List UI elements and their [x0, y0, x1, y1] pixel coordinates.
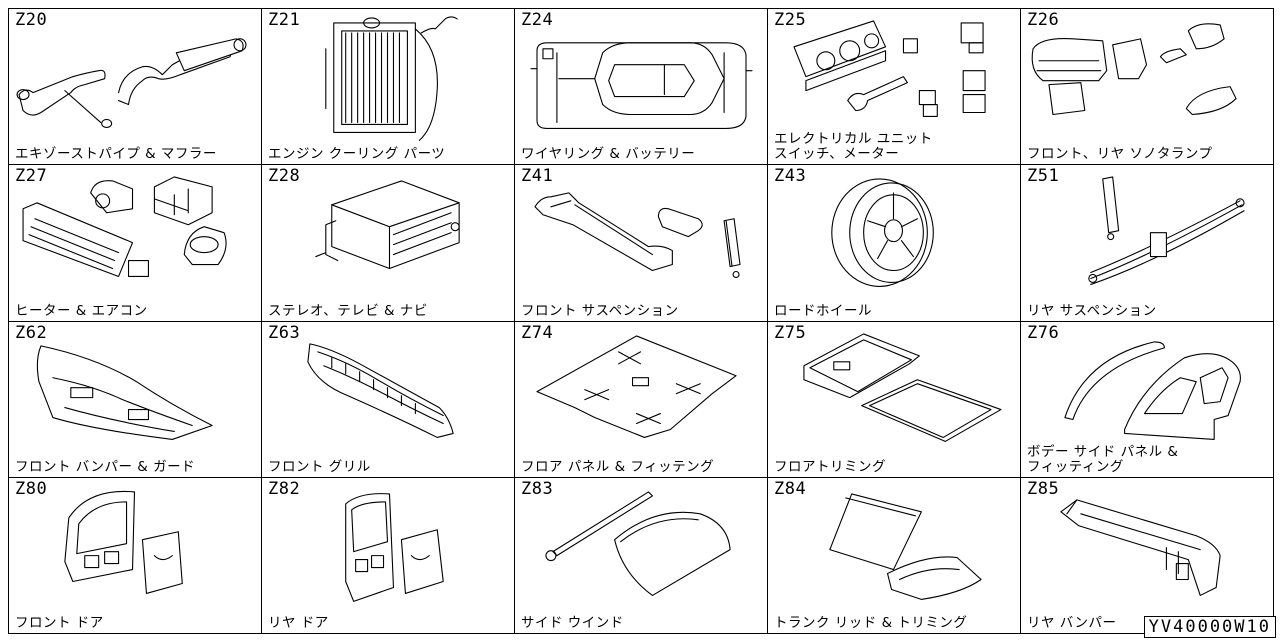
group-label: リヤ サスペンション [1027, 302, 1157, 319]
group-label: エキゾーストパイプ & マフラー [15, 146, 217, 163]
group-code: Z43 [774, 166, 807, 187]
group-code: Z24 [521, 10, 554, 30]
group-cell-z75[interactable]: Z75 フロアトリミング [768, 321, 1021, 478]
stereo-icon [315, 180, 460, 270]
group-label: ステレオ、テレビ & ナビ [268, 302, 428, 319]
group-label: トランク リッド & トリミング [774, 615, 968, 631]
group-cell-z82[interactable]: Z82 リヤ ドア [262, 477, 515, 634]
body-side-panel-icon [1064, 340, 1241, 440]
front-door-icon [64, 490, 183, 594]
group-code: Z76 [1027, 322, 1060, 343]
group-label: ボデー サイド パネル & フィッティング [1027, 443, 1179, 475]
group-code: Z83 [521, 478, 554, 499]
group-code: Z25 [774, 10, 807, 30]
group-cell-z26[interactable]: Z26 フロント、リヤ ソノタランプ [1021, 9, 1274, 166]
group-label: フロア パネル & フィッテング [521, 458, 715, 475]
group-label: エレクトリカル ユニット スイッチ、メーター [774, 131, 933, 163]
group-code: Z26 [1027, 10, 1060, 30]
floor-panel-icon [536, 334, 737, 438]
group-cell-z80[interactable]: Z80 フロント ドア [9, 477, 262, 634]
group-label: ロードホイール [774, 302, 872, 319]
rear-bumper-icon [1060, 499, 1221, 596]
group-label: ワイヤリング & バッテリー [521, 146, 696, 163]
front-suspension-icon [534, 192, 741, 279]
group-cell-z27[interactable]: Z27 ヒーター & エアコン [9, 165, 262, 322]
group-code: Z80 [15, 478, 48, 499]
group-code: Z27 [15, 166, 48, 187]
floor-mat-icon [803, 332, 1002, 442]
trunk-lid-icon [829, 493, 982, 600]
group-code: Z51 [1027, 166, 1060, 187]
group-cell-z51[interactable]: Z51 リヤ サスペンション [1021, 165, 1274, 322]
lamp-icon [1031, 23, 1237, 116]
group-cell-z63[interactable]: Z63 フロント グリル [262, 321, 515, 478]
group-cell-z28[interactable]: Z28 ステレオ、テレビ & ナビ [262, 165, 515, 322]
group-label: リヤ バンパー [1027, 615, 1117, 631]
front-grille-icon [307, 342, 454, 438]
group-code: Z28 [268, 166, 301, 187]
group-code: Z21 [268, 10, 301, 30]
group-label: フロント バンパー & ガード [15, 458, 196, 475]
rear-suspension-icon [1088, 176, 1245, 286]
meter-switch-icon [793, 20, 986, 118]
group-code: Z84 [774, 478, 807, 499]
wiring-harness-icon [530, 42, 753, 129]
group-cell-z41[interactable]: Z41 フロント サスペンション [515, 165, 768, 322]
group-label: フロアトリミング [774, 458, 886, 475]
group-code: Z85 [1027, 478, 1060, 499]
group-cell-z83[interactable]: Z83 サイド ウインド [515, 477, 768, 634]
group-code: Z41 [521, 166, 554, 187]
group-cell-z43[interactable]: Z43 ロードホイール [768, 165, 1021, 322]
group-cell-z24[interactable]: Z24 ワイヤリング & バッテリー [515, 9, 768, 166]
group-label: リヤ ドア [268, 615, 329, 631]
group-code: Z62 [15, 322, 48, 343]
exhaust-muffler-icon [16, 38, 247, 128]
group-code: Z63 [268, 322, 301, 343]
group-cell-z21[interactable]: Z21 エンジン クーリング パーツ [262, 9, 515, 166]
group-label: フロント、リヤ ソノタランプ [1027, 146, 1213, 163]
group-code: Z20 [15, 10, 48, 30]
group-label: サイド ウインド [521, 615, 624, 631]
heater-aircon-icon [22, 176, 227, 278]
group-cell-z74[interactable]: Z74 フロア パネル & フィッテング [515, 321, 768, 478]
group-code: Z74 [521, 322, 554, 343]
group-cell-z84[interactable]: Z84 トランク リッド & トリミング [768, 477, 1021, 634]
reference-code: YV40000W10 [1143, 616, 1276, 638]
side-window-icon [545, 491, 731, 596]
group-label: ヒーター & エアコン [15, 302, 148, 319]
rear-door-icon [345, 492, 444, 602]
group-code: Z75 [774, 322, 807, 343]
group-label: フロント ドア [15, 615, 104, 631]
front-bumper-icon [36, 344, 213, 440]
parts-group-grid: Z20 エキゾーストパイプ & マフラー Z21 エンジン クーリング パーツ … [8, 8, 1274, 634]
group-cell-z25[interactable]: Z25 エレクトリカル ユニット スイッチ、メーター [768, 9, 1021, 166]
group-cell-z62[interactable]: Z62 フロント バンパー & ガード [9, 321, 262, 478]
group-code: Z82 [268, 478, 301, 499]
group-label: エンジン クーリング パーツ [268, 146, 446, 163]
group-label: フロント サスペンション [521, 302, 679, 319]
group-cell-z20[interactable]: Z20 エキゾーストパイプ & マフラー [9, 9, 262, 166]
group-label: フロント グリル [268, 458, 371, 475]
group-cell-z85[interactable]: Z85 リヤ バンパー [1021, 477, 1274, 634]
wheel-icon [831, 178, 934, 288]
group-cell-z76[interactable]: Z76 ボデー サイド パネル & フィッティング [1021, 321, 1274, 478]
radiator-icon [325, 16, 458, 141]
